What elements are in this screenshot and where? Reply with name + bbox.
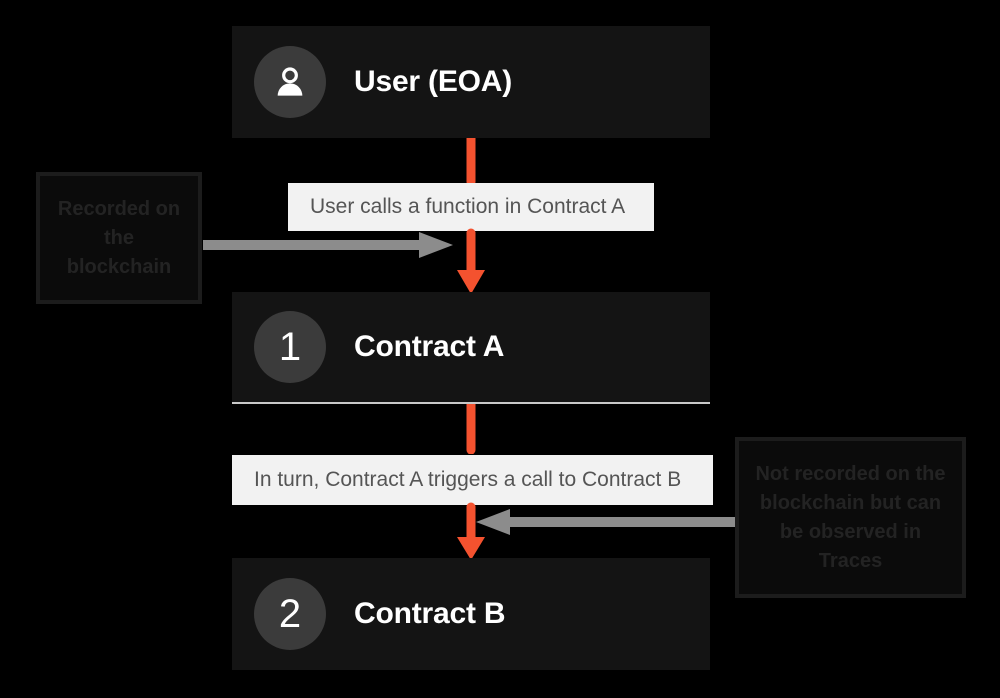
arrow-callout-right bbox=[470, 505, 735, 539]
callout-left-text: Recorded on the blockchain bbox=[57, 197, 181, 278]
arrow-contract-a-down bbox=[454, 404, 488, 454]
badge-1-text: 1 bbox=[278, 325, 302, 369]
node-contract-a-label: Contract A bbox=[354, 330, 505, 363]
node-contract-b: 2 Contract B bbox=[232, 558, 710, 670]
caption-2-text: In turn, Contract A triggers a call to C… bbox=[254, 468, 682, 491]
badge-2-text: 2 bbox=[278, 592, 302, 636]
node-user-label: User (EOA) bbox=[354, 65, 513, 98]
arrow-to-contract-a bbox=[454, 228, 488, 296]
node-contract-b-label: Contract B bbox=[354, 597, 506, 630]
node-user: User (EOA) bbox=[232, 26, 710, 138]
callout-not-recorded-traces: Not recorded on the blockchain but can b… bbox=[735, 437, 966, 598]
caption-1-text: User calls a function in Contract A bbox=[310, 195, 626, 218]
caption-contract-a-triggers-contract-b: In turn, Contract A triggers a call to C… bbox=[232, 455, 713, 505]
caption-user-calls-contract-a: User calls a function in Contract A bbox=[288, 183, 654, 231]
person-icon bbox=[254, 46, 326, 118]
callout-recorded-on-blockchain: Recorded on the blockchain bbox=[36, 172, 202, 304]
callout-right-text: Not recorded on the blockchain but can b… bbox=[755, 462, 946, 572]
arrow-to-contract-b bbox=[454, 502, 488, 562]
arrow-user-down bbox=[454, 138, 488, 186]
number-badge-1: 1 bbox=[254, 311, 326, 383]
number-badge-2: 2 bbox=[254, 578, 326, 650]
node-contract-a: 1 Contract A bbox=[232, 292, 710, 404]
arrow-callout-left bbox=[203, 228, 455, 262]
